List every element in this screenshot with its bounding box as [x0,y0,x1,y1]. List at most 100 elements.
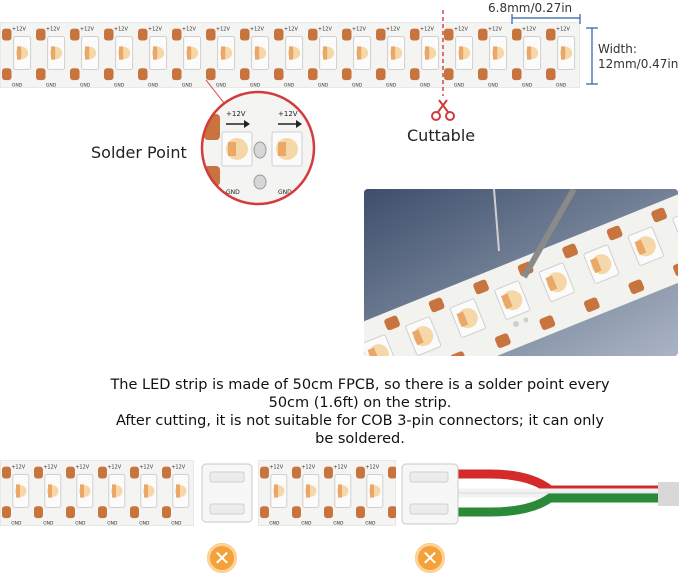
ground-marking: GND [454,83,465,88]
led-segment [562,243,620,313]
ground-marking: GND [107,521,118,526]
description-text: The LED strip is made of 50cm FPCB, so t… [60,376,660,448]
voltage-marking: +12V [80,27,95,33]
led-segment: +12V GND [66,465,94,526]
voltage-marking: +12V [171,465,186,471]
cut-line [442,10,444,96]
led-segment: +12V GND [546,27,576,88]
ground-marking: GND [420,83,431,88]
led-segment: +12V GND [172,27,202,88]
not-suitable-badge-right: ✕ [415,543,445,573]
ground-marking: GND [318,83,329,88]
voltage-marking: +12V [114,27,129,33]
led-segment [651,207,678,277]
ground-marking: GND [365,521,376,526]
ground-marking: GND [46,83,57,88]
width-label-value: 12mm/0.47in [598,57,679,71]
led-segment [428,297,486,356]
bottom-middle-strip: +12VGND+12VGND+12VGND+12VGND+12VGND+12VG… [258,460,396,526]
voltage-marking: +12V [352,27,367,33]
voltage-marking: +12V [454,27,469,33]
led-segment: +12V GND [98,465,126,526]
segment-length-label: 6.8mm/0.27in [488,1,573,15]
width-bracket [586,27,598,85]
ground-marking: GND [488,83,499,88]
led-segment: +12V GND [104,27,134,88]
led-segment: +12V GND [324,465,352,526]
ground-marking: GND [556,83,567,88]
description-line-4: be soldered. [315,431,405,447]
connector-clip-left [201,463,253,523]
voltage-marking: +12V [269,465,284,471]
top-led-strip: +12V GND +12V GND +12V GND +12V GND +12V GND +12V G… [0,22,580,88]
ground-marking: GND [269,521,280,526]
soldering-photo [364,189,678,356]
voltage-marking: +12V [216,27,231,33]
width-label: Width: 12mm/0.47in [598,42,678,72]
scissors-icon [431,99,455,121]
not-suitable-badge-left: ✕ [207,543,237,573]
segment-dimension-marker [511,14,581,24]
voltage-marking: +12V [139,465,154,471]
ground-marking: GND [182,83,193,88]
voltage-marking: +12V [365,465,380,471]
description-line-2: 50cm (1.6ft) on the strip. [268,395,452,411]
description-line-3: After cutting, it is not suitable for CO… [115,413,605,429]
ground-marking: GND [148,83,159,88]
ground-marking: GND [301,521,312,526]
ground-marking: GND [250,83,261,88]
voltage-marking: +12V [43,465,58,471]
led-segment: +12V GND [274,27,304,88]
solder-point-label: Solder Point [91,143,187,162]
led-segment [473,279,531,348]
voltage-marking: +12V [226,110,246,118]
ground-marking: GND [171,521,182,526]
voltage-marking: +12V [301,465,316,471]
led-segment: +12V GND [162,465,190,526]
soldering-photo-illustration [364,189,678,356]
voltage-marking: +12V [318,27,333,33]
led-segment: +12V GND [512,27,542,88]
led-segment [384,315,442,356]
led-segment [364,334,397,356]
ground-marking: GND [75,521,86,526]
description-line-1: The LED strip is made of 50cm FPCB, so t… [110,377,610,393]
voltage-marking: +12V [182,27,197,33]
voltage-marking: +12V [250,27,265,33]
bottom-left-strip: +12VGND+12VGND+12VGND+12VGND+12VGND+12VG… [0,460,194,526]
ground-marking: GND [522,83,533,88]
led-segment [606,225,664,295]
voltage-marking: +12V [556,27,571,33]
voltage-marking: +12V [420,27,435,33]
ground-marking: GND [43,521,54,526]
ground-marking: GND [352,83,363,88]
x-icon: ✕ [421,546,439,570]
led-segment: +12V GND [356,465,384,526]
ground-marking: GND [139,521,150,526]
ground-marking: GND [333,521,344,526]
connector-with-wires [401,463,679,525]
voltage-marking: +12V [333,465,348,471]
voltage-marking: +12V [522,27,537,33]
voltage-marking: +12V [278,110,298,118]
voltage-marking: +12V [148,27,163,33]
voltage-marking: +12V [284,27,299,33]
cuttable-label: Cuttable [407,126,476,145]
voltage-marking: +12V [386,27,401,33]
x-icon: ✕ [213,546,231,570]
led-segment: +12V GND [260,465,288,526]
led-segment: +12V GND [292,465,320,526]
ground-marking: GND [216,83,227,88]
voltage-marking: +12V [107,465,122,471]
ground-marking: GND [114,83,125,88]
voltage-marking: +12V [75,465,90,471]
led-segment: +12V GND [130,465,158,526]
ground-marking: GND [284,83,295,88]
led-segment: +12V GND [410,27,440,88]
